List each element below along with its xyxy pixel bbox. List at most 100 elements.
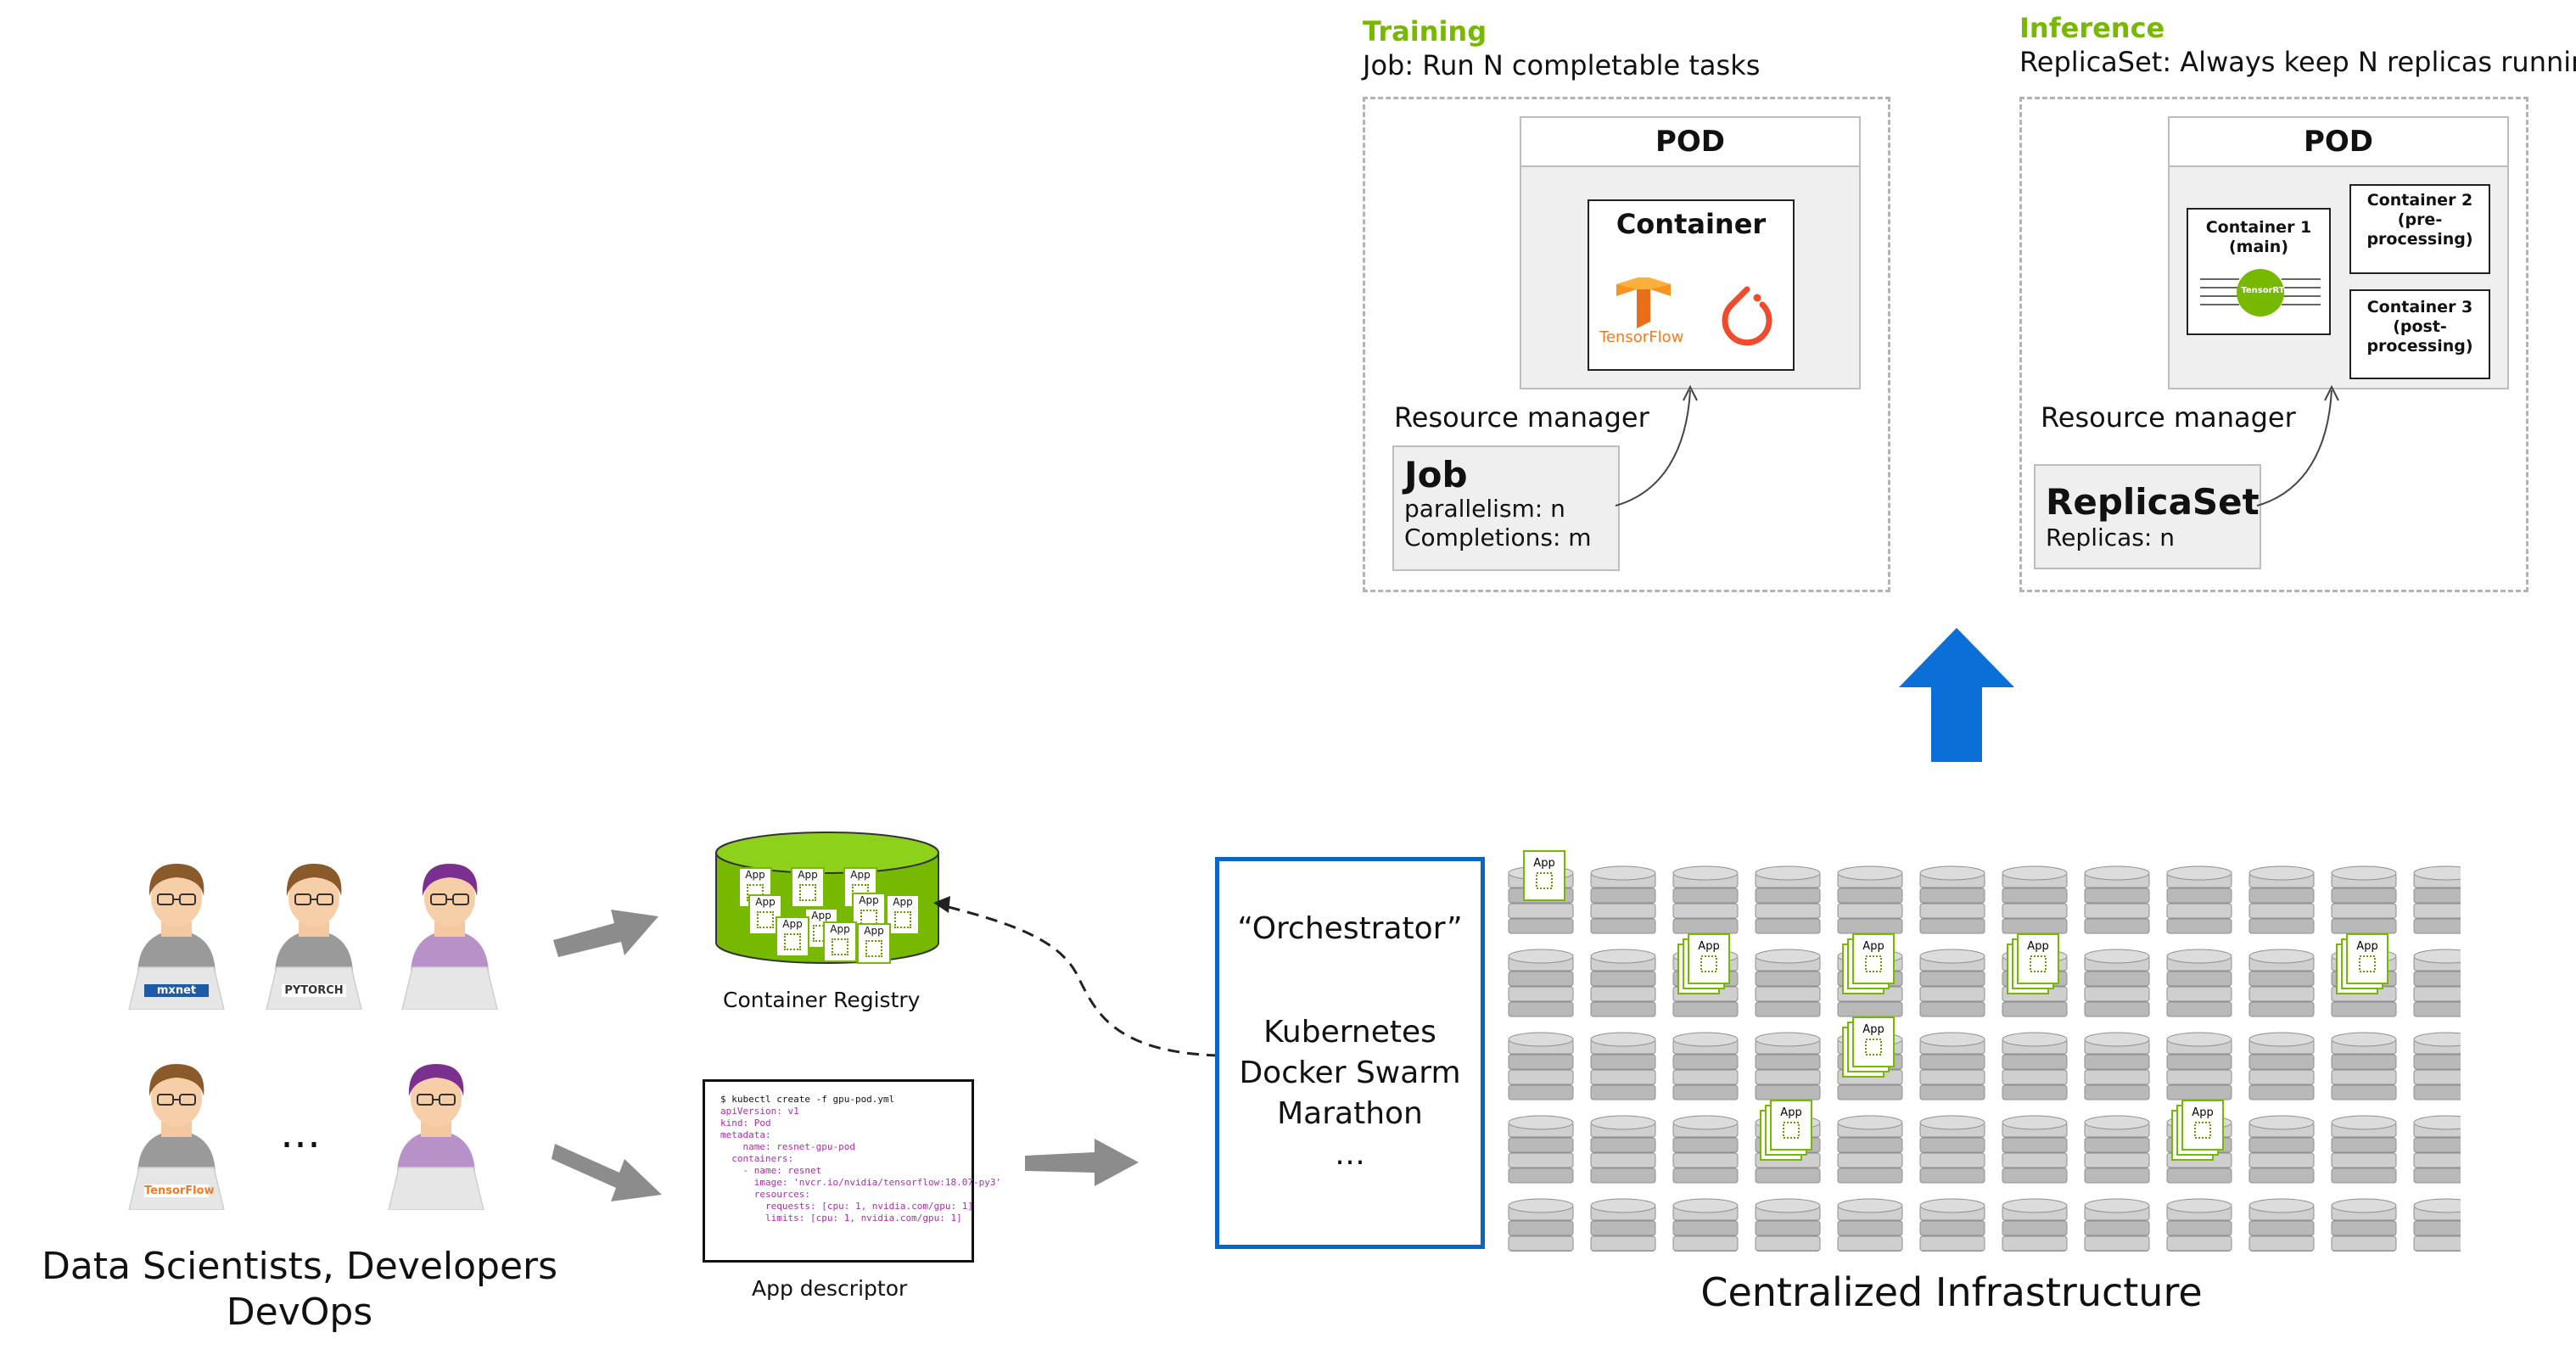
replicaset-title: ReplicaSet: [2046, 481, 2260, 523]
inference-resource-manager: Resource manager: [2041, 401, 2296, 434]
server-icon: [1672, 1198, 1739, 1252]
training-resource-manager: Resource manager: [1394, 401, 1649, 434]
training-group: POD Container TensorFlow Resource manage…: [1363, 97, 1890, 592]
app-label: App: [1780, 1106, 1801, 1119]
orchestrator-marathon: Marathon: [1277, 1096, 1423, 1131]
container-2: Container 2 (pre- processing): [2349, 184, 2490, 274]
app-card: [1770, 1100, 1812, 1151]
server-icon: [2166, 1198, 2232, 1252]
app-card: App: [738, 867, 772, 908]
server-icon: [1919, 1115, 1985, 1184]
app-label: App: [755, 896, 776, 908]
app-label: App: [2356, 940, 2377, 953]
container-title: Container: [1616, 208, 1767, 240]
tensorrt-label: TensorRT: [2241, 286, 2285, 295]
server-icon: [1590, 1032, 1656, 1100]
server-icon: [2413, 949, 2461, 1017]
replicaset-box: ReplicaSet Replicas: n: [2034, 464, 2261, 569]
app-label: App: [864, 925, 884, 937]
server-icon: [2002, 1198, 2068, 1252]
app-card: App: [886, 894, 920, 935]
code-line: containers:: [720, 1153, 794, 1164]
person-icon: [266, 864, 362, 1011]
server-icon: [2248, 865, 2315, 934]
code-line: name: resnet-gpu-pod: [720, 1141, 855, 1152]
app-label: App: [1862, 940, 1884, 953]
chip-icon: [2359, 955, 2376, 972]
app-card: App: [857, 923, 891, 964]
training-heading: Training: [1363, 15, 1487, 48]
users-ellipsis: …: [280, 1110, 321, 1157]
app-card: [1523, 850, 1565, 901]
server-icon: [1508, 949, 1574, 1017]
users-caption-line-2: DevOps: [226, 1291, 373, 1334]
server-icon: [1508, 1198, 1574, 1252]
app-label: App: [850, 869, 871, 881]
app-card: App: [791, 867, 825, 908]
chip-icon: [799, 884, 816, 901]
person-2: [263, 848, 365, 1011]
server-icon: [2248, 1032, 2315, 1100]
app-card: App: [776, 916, 809, 957]
server-icon: [2166, 949, 2232, 1017]
inference-pod: POD Container 1 (main) TensorRT Containe…: [2168, 116, 2509, 389]
orchestrator-box: “Orchestrator” Kubernetes Docker Swarm M…: [1215, 857, 1485, 1249]
server-icon: [2413, 1115, 2461, 1184]
training-link-arrow: [1615, 384, 1698, 507]
server-icon: [2331, 1198, 2397, 1252]
server-icon: [1672, 1032, 1739, 1100]
server-icon: [2084, 1032, 2150, 1100]
framework-logo-label: PYTORCH: [282, 984, 346, 997]
server-icon: [2413, 1198, 2461, 1252]
container-3-sublabel: (post-: [2393, 317, 2447, 336]
chip-icon: [1536, 872, 1553, 889]
training-pod: POD Container TensorFlow: [1520, 116, 1861, 389]
code-line: metadata:: [720, 1129, 771, 1140]
server-icon: [1837, 1198, 1903, 1252]
tensorflow-logo-icon: [1616, 277, 1671, 328]
replicaset-replicas: Replicas: n: [2046, 524, 2175, 552]
server-icon: [1755, 865, 1821, 934]
registry-caption: Container Registry: [723, 988, 921, 1012]
server-icon: [1919, 1032, 1985, 1100]
orchestrator-kubernetes: Kubernetes: [1263, 1015, 1436, 1050]
server-icon: [1919, 865, 1985, 934]
chip-icon: [784, 933, 801, 950]
container-2-sublabel: (pre-: [2397, 210, 2443, 229]
server-icon: [2002, 1115, 2068, 1184]
app-label: App: [1698, 940, 1719, 953]
job-title: Job: [1404, 454, 1468, 496]
chip-icon: [865, 940, 882, 957]
code-line: - name: resnet: [720, 1165, 822, 1176]
person-icon: [128, 1064, 225, 1211]
orchestrator-title: “Orchestrator”: [1237, 911, 1463, 946]
up-arrow-icon: [1899, 628, 2014, 762]
code-line: $ kubectl create -f gpu-pod.yml: [720, 1094, 895, 1105]
orchestrator-docker-swarm: Docker Swarm: [1239, 1056, 1461, 1090]
code-line: limits: [cpu: 1, nvidia.com/gpu: 1]: [720, 1212, 962, 1224]
users-caption-line-1: Data Scientists, Developers: [41, 1245, 558, 1288]
code-line: kind: Pod: [720, 1117, 771, 1128]
chip-icon: [1865, 1039, 1882, 1056]
inference-group: POD Container 1 (main) TensorRT Containe…: [2019, 97, 2528, 592]
server-icon: [2331, 1032, 2397, 1100]
container-3: Container 3 (post- processing): [2349, 289, 2490, 379]
server-icon: [1508, 1032, 1574, 1100]
app-label: App: [2027, 940, 2048, 953]
app-label: App: [859, 894, 879, 906]
server-icon: [1590, 949, 1656, 1017]
server-icon: [2413, 1032, 2461, 1100]
server-icon: [1590, 1115, 1656, 1184]
app-card: [2181, 1100, 2224, 1151]
server-icon: [2413, 865, 2461, 934]
server-icon: [2002, 1032, 2068, 1100]
chip-icon: [1783, 1122, 1800, 1139]
server-icon: [1919, 949, 1985, 1017]
server-icon: [2084, 865, 2150, 934]
orchestrator-to-registry-arrow: [933, 896, 1219, 1057]
person-icon: [401, 864, 498, 1011]
inference-subtitle: ReplicaSet: Always keep N replicas runni…: [2019, 46, 2576, 78]
server-icon: [2248, 1115, 2315, 1184]
